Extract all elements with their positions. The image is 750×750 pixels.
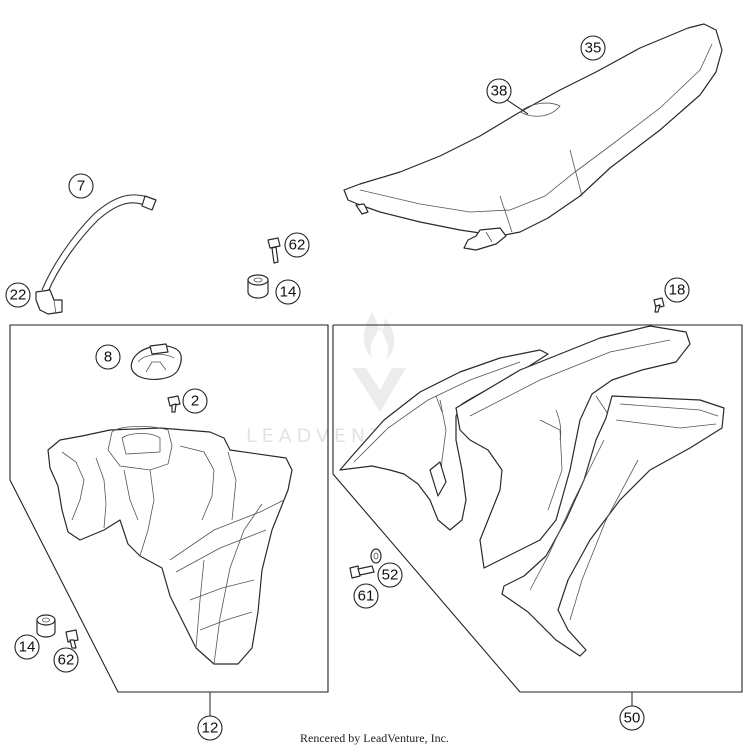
- callout-7[interactable]: 7: [68, 173, 94, 199]
- radiator-shroud-part-50-left[interactable]: [339, 349, 549, 531]
- callout-35-label: 35: [585, 40, 602, 57]
- callout-18-label: 18: [669, 282, 686, 299]
- watermark-v-icon: [352, 368, 406, 412]
- group-50-outline: [332, 324, 743, 693]
- callout-61-label: 61: [358, 588, 375, 605]
- bolt-part-62-upper[interactable]: [267, 237, 281, 264]
- callout-52-label: 52: [382, 567, 399, 584]
- bolt-part-61[interactable]: [349, 565, 375, 579]
- seat-part-35[interactable]: [343, 23, 723, 251]
- footer-credit: Rencered by LeadVenture, Inc.: [300, 731, 449, 745]
- watermark-flame-icon: [363, 312, 395, 360]
- group-12-outline: [9, 324, 329, 693]
- callout-7-label: 7: [77, 178, 85, 195]
- vent-hose-part-7[interactable]: [41, 194, 157, 293]
- callout-8-label: 8: [104, 349, 112, 366]
- callout-22-label: 22: [10, 287, 27, 304]
- group-outlines: [9, 324, 743, 693]
- callout-38-label: 38: [491, 83, 508, 100]
- callout-62-lower-label: 62: [58, 652, 75, 669]
- fuel-tank-part-12[interactable]: [47, 426, 293, 665]
- washer-part-52[interactable]: [370, 548, 382, 564]
- spacer-part-14-upper[interactable]: [247, 274, 269, 299]
- callout-62-lower[interactable]: 62: [53, 647, 79, 673]
- callout-52[interactable]: 52: [377, 562, 403, 588]
- callout-18[interactable]: 18: [664, 277, 690, 303]
- callout-14-lower[interactable]: 14: [14, 634, 40, 660]
- bolt-part-18[interactable]: [653, 297, 665, 313]
- callout-14-lower-label: 14: [19, 639, 36, 656]
- bolt-part-62-lower[interactable]: [65, 629, 79, 649]
- screw-part-2[interactable]: [167, 395, 181, 413]
- hose-elbow-part-22[interactable]: [35, 289, 63, 315]
- callout-2[interactable]: 2: [182, 388, 208, 414]
- radiator-shroud-part-50-right[interactable]: [455, 325, 725, 657]
- leader-lines: [209, 99, 633, 716]
- spacer-part-14-lower[interactable]: [36, 614, 56, 638]
- callout-2-label: 2: [191, 393, 199, 410]
- callout-12[interactable]: 12: [197, 715, 223, 741]
- callout-61[interactable]: 61: [353, 583, 379, 609]
- callout-14-upper[interactable]: 14: [275, 279, 301, 305]
- callout-50[interactable]: 50: [619, 705, 645, 731]
- callout-8[interactable]: 8: [95, 344, 121, 370]
- callout-50-label: 50: [624, 710, 641, 727]
- callout-62-upper[interactable]: 62: [284, 232, 310, 258]
- callout-14-upper-label: 14: [280, 284, 297, 301]
- callout-12-label: 12: [202, 720, 219, 737]
- callout-62-upper-label: 62: [289, 237, 306, 254]
- callout-35[interactable]: 35: [580, 35, 606, 61]
- callout-38[interactable]: 38: [486, 78, 512, 104]
- callout-22[interactable]: 22: [5, 282, 31, 308]
- fuel-cap-part-8[interactable]: [130, 343, 182, 380]
